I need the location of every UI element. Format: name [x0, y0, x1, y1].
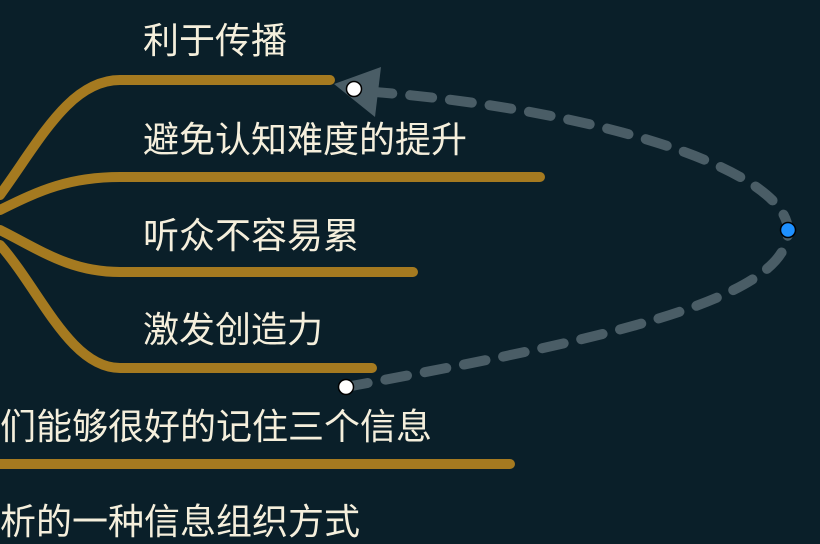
branch-line-1[interactable] [0, 75, 335, 200]
connector-start-handle[interactable] [337, 378, 355, 396]
node-label[interactable]: 激发创造力 [143, 310, 324, 351]
connector-control-handle[interactable] [779, 221, 797, 239]
branch-line-3[interactable] [0, 225, 418, 277]
node-label[interactable]: 避免认知难度的提升 [143, 120, 468, 161]
connector-end-handle[interactable] [345, 80, 363, 98]
node-label[interactable]: 析的一种信息组织方式 [0, 502, 361, 543]
node-label[interactable]: 听众不容易累 [143, 216, 360, 257]
node-label[interactable]: 们能够很好的记住三个信息 [0, 407, 433, 448]
branch-line-2[interactable] [0, 172, 545, 215]
node-label[interactable]: 利于传播 [143, 21, 288, 62]
branch-line-4[interactable] [0, 240, 377, 373]
